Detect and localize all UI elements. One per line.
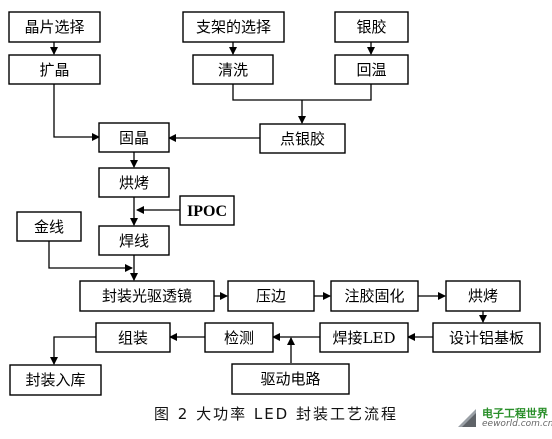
- node-label: 烘烤: [119, 174, 149, 192]
- node-label: 组装: [118, 329, 148, 347]
- node-label: 烘烤: [468, 287, 498, 305]
- node-label: 晶片选择: [24, 18, 84, 36]
- eeworld-logo-icon: [458, 409, 476, 427]
- node-dispense-silver: 点银胶: [259, 123, 346, 154]
- node-label: 封装光驱透镜: [102, 287, 192, 305]
- figure-caption: 图 2 大功率 LED 封装工艺流程: [153, 405, 398, 423]
- node-bake-2: 烘烤: [445, 280, 521, 312]
- node-bake-1: 烘烤: [98, 167, 170, 198]
- node-expand: 扩晶: [8, 54, 101, 85]
- node-label: 扩晶: [39, 61, 69, 79]
- edge-expand-diebond: [53, 84, 100, 141]
- node-clean: 清洗: [192, 54, 274, 85]
- node-silver-glue: 银胶: [334, 11, 409, 43]
- node-ipoc: IPOC: [179, 195, 235, 226]
- eeworld-watermark: 电子工程世界 eeworld.com.cn: [452, 404, 552, 436]
- edge-assemble-storage: [50, 336, 96, 365]
- node-rewarm: 回温: [334, 54, 409, 85]
- node-label: 驱动电路: [260, 370, 320, 388]
- node-label: 回温: [356, 61, 386, 79]
- node-label: 清洗: [218, 61, 248, 79]
- node-bracket-select: 支架的选择: [182, 11, 285, 43]
- node-label: 点银胶: [280, 130, 325, 148]
- node-die-bond: 固晶: [98, 122, 170, 153]
- node-label: 支架的选择: [196, 18, 271, 36]
- node-label: 封装入库: [25, 371, 85, 389]
- node-weld-led: 焊接LED: [319, 322, 409, 353]
- node-label: 检测: [224, 329, 254, 347]
- node-label: 注胶固化: [344, 287, 404, 305]
- node-label: IPOC: [187, 203, 227, 220]
- flow-connectors: [48, 42, 487, 365]
- node-edge-press: 压边: [227, 280, 315, 312]
- watermark-title: 电子工程世界: [482, 407, 548, 420]
- node-label: 固晶: [119, 129, 149, 147]
- node-aluminum-board: 设计铝基板: [432, 322, 541, 353]
- edge-goldwire-lens: [48, 241, 133, 272]
- node-label: 金线: [34, 218, 64, 236]
- node-label: 焊线: [119, 232, 149, 250]
- node-label: 焊接LED: [333, 329, 396, 347]
- node-assemble: 组装: [95, 322, 171, 353]
- node-driver-circuit: 驱动电路: [231, 363, 350, 395]
- edge-clean-rewarm-merge: [232, 84, 372, 101]
- node-label: 设计铝基板: [449, 329, 524, 347]
- node-wire-bond: 焊线: [98, 225, 170, 256]
- node-gold-wire: 金线: [16, 211, 82, 242]
- node-wafer-select: 晶片选择: [8, 11, 101, 43]
- node-packaging-storage: 封装入库: [9, 364, 102, 396]
- node-inspect: 检测: [204, 322, 274, 353]
- watermark-site: eeworld.com.cn: [482, 419, 552, 429]
- node-label: 压边: [256, 287, 286, 305]
- node-optical-lens: 封装光驱透镜: [79, 280, 215, 312]
- node-label: 银胶: [356, 18, 386, 36]
- node-glue-cure: 注胶固化: [330, 280, 419, 312]
